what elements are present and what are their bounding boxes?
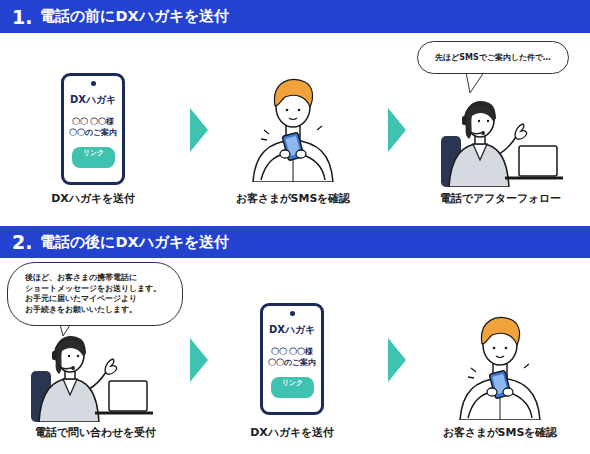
step-caption: 電話で問い合わせを受付 [35,425,156,440]
section-band: 1. 電話の前にDXハガキを送付 [0,0,590,33]
link-button: リンク [72,147,115,168]
band-text: 2. [12,231,32,253]
bubble-tail [466,72,484,93]
customer-figure [460,317,540,420]
customer-figure [253,79,333,182]
phone-screen: DXハガキ〇〇 〇〇様〇〇のご案内リンク [260,303,324,415]
flow-chevron [190,338,208,382]
speech-bubble: 後ほど、お客さまの携帯電話に ショートメッセージをお送りします。 お手元に届いた… [7,262,183,326]
phone-screen: DXハガキ〇〇 〇〇様〇〇のご案内リンク [61,73,125,185]
phone-text: 〇〇 〇〇様 [271,346,314,357]
operator-figure [441,101,563,187]
speech-bubble: 先ほどSMSでご案内した件で… [417,41,569,74]
phone-text: 〇〇のご案内 [268,357,316,368]
phone-text: DXハガキ [70,93,116,107]
step-caption: お客さまがSMSを確認 [236,191,351,206]
operator-figure [31,336,153,422]
link-text: リンク [83,148,104,158]
phone-text: 〇〇 〇〇様 [72,116,115,127]
link-text: リンク [282,378,303,388]
band-text: 電話の前にDXハガキを送付 [40,7,228,26]
step-caption: 電話でアフターフォロー [440,191,561,206]
step-caption: DXハガキを送付 [250,425,334,440]
step-caption: お客さまがSMSを確認 [443,425,558,440]
band-text: 1. [12,6,32,28]
flow-chevron [388,338,406,382]
bubble-text: 後ほど、お客さまの携帯電話に ショートメッセージをお送りします。 お手元に届いた… [25,273,165,315]
band-text: 電話の後にDXハガキを送付 [40,233,228,252]
link-button: リンク [271,377,314,398]
phone-text: DXハガキ [269,323,315,337]
step-caption: DXハガキを送付 [51,191,135,206]
phone-text: 〇〇のご案内 [69,127,117,138]
flow-chevron [388,108,406,152]
bubble-text: 先ほどSMSでご案内した件で… [435,52,550,63]
flow-chevron [190,108,208,152]
section-band: 2. 電話の後にDXハガキを送付 [0,226,590,258]
